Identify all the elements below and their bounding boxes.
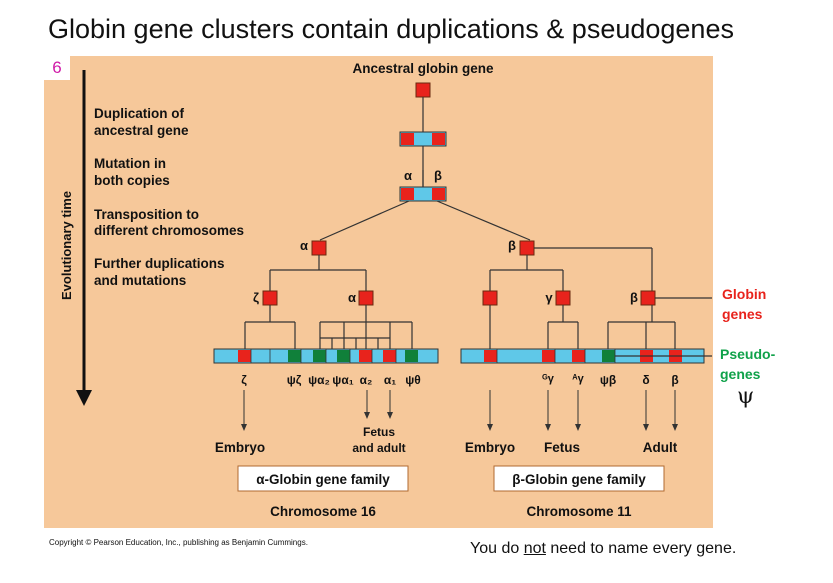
alpha-gene-label-alpha2: α₂ [360, 373, 373, 387]
beta-gene-transposed [519, 240, 535, 256]
psi-symbol: ψ [737, 384, 755, 409]
alpha-label-transposition: α [300, 238, 308, 253]
g-gamma-gene [542, 350, 555, 362]
beta-gene-node [640, 290, 656, 306]
footnote-emphasis: not [523, 540, 546, 557]
alpha1-expression-arrowhead [387, 412, 393, 419]
alpha-precursor-gene [401, 188, 414, 200]
psi-beta-pseudogene [602, 350, 615, 362]
a-gamma-expression-arrowhead [575, 424, 581, 431]
beta-gene-label-psi-beta: ψβ [600, 373, 616, 387]
alpha-gene-transposed [311, 240, 327, 256]
alpha-gene-node [358, 290, 374, 306]
diagram-panel [44, 56, 713, 528]
alpha-gene-label-zeta: ζ [241, 373, 247, 387]
link-beta-transposition [436, 200, 531, 241]
alpha-fetus-label: Fetus [363, 425, 395, 439]
beta-gene-label-delta: δ [642, 373, 649, 387]
step-3-line-1: Transposition to [94, 207, 199, 222]
psi-theta-pseudogene [405, 350, 418, 362]
beta-gene-label-g-gamma: ᴳγ [542, 373, 555, 385]
zeta-label-node: ζ [253, 290, 259, 305]
zeta-gene [238, 350, 251, 362]
chromosome-16-label: Chromosome 16 [270, 504, 376, 519]
a-gamma-gene [572, 350, 585, 362]
globin-genes-legend-line-1: Globin [722, 286, 767, 302]
psi-zeta-pseudogene [288, 350, 301, 362]
beta-label-node: β [630, 290, 638, 305]
copyright-notice: Copyright © Pearson Education, Inc., pub… [49, 538, 308, 547]
beta-precursor-gene [432, 188, 445, 200]
delta-expression-arrowhead [643, 424, 649, 431]
footnote: You do not need to name every gene. [470, 540, 736, 558]
alpha-gene-label-psi-alpha1: ψα₁ [332, 373, 353, 387]
beta-label-transposition: β [508, 238, 516, 253]
gamma-label-node: γ [545, 290, 553, 305]
ancestral-gene-label: Ancestral globin gene [352, 61, 494, 76]
alpha-family-label: α-Globin gene family [256, 472, 390, 487]
slide-number: 6 [44, 56, 70, 80]
psi-alpha2-pseudogene [313, 350, 326, 362]
slide-title: Globin gene clusters contain duplication… [48, 14, 734, 44]
step-4-line-1: Further duplications [94, 256, 225, 271]
pseudogenes-legend: Pseudo- genes [720, 344, 775, 384]
alpha-gene-label-psi-alpha2: ψα₂ [308, 373, 330, 387]
duplicated-gene-left [401, 133, 414, 145]
alpha-family-box [237, 465, 409, 492]
link-alpha-transposition [319, 200, 410, 241]
step-1-line-2: ancestral gene [94, 123, 189, 138]
g-gamma-expression-arrowhead [545, 424, 551, 431]
step-1-line-1: Duplication of [94, 106, 184, 121]
time-axis-label: Evolutionary time [59, 191, 74, 300]
footnote-start: You do [470, 540, 524, 557]
beta-adult-label: Adult [643, 440, 678, 455]
beta-embryo-arrowhead [487, 424, 493, 431]
beta-family-box [493, 465, 665, 492]
gamma-gene-node [555, 290, 571, 306]
step-4-line-2: and mutations [94, 273, 186, 288]
pseudogenes-legend-line-1: Pseudo- [720, 346, 776, 362]
alpha-label-mutation: α [404, 168, 412, 183]
alpha-gene-label-psi-zeta: ψζ [287, 373, 302, 387]
alpha1-gene [383, 350, 396, 362]
beta-label-mutation: β [434, 168, 442, 183]
beta-family-label: β-Globin gene family [512, 472, 646, 487]
beta-expression-arrowhead [672, 424, 678, 431]
zeta-gene-node [262, 290, 278, 306]
time-arrow-head [76, 390, 92, 406]
beta-gene-label-a-gamma: ᴬγ [572, 373, 584, 385]
step-2-line-1: Mutation in [94, 156, 166, 171]
step-3-line-2: different chromosomes [94, 223, 244, 238]
beta-embryo-label: Embryo [465, 440, 515, 455]
globin-genes-legend: Globin genes [722, 284, 766, 324]
beta-gene-label-beta: β [671, 373, 678, 387]
chromosome-11-label: Chromosome 11 [526, 504, 632, 519]
step-2-line-2: both copies [94, 173, 170, 188]
duplicated-gene-right [432, 133, 445, 145]
pseudogenes-legend-line-2: genes [720, 366, 761, 382]
alpha-embryo-label: Embryo [215, 440, 265, 455]
alpha2-expression-arrowhead [364, 412, 370, 419]
alpha2-gene [359, 350, 372, 362]
epsilon-gene-node [482, 290, 498, 306]
footnote-end: need to name every gene. [545, 540, 737, 557]
psi-alpha1-pseudogene [337, 350, 350, 362]
alpha-gene-label-alpha1: α₁ [384, 373, 396, 387]
alpha-gene-label-psi-theta: ψθ [405, 373, 421, 387]
epsilon-gene [484, 350, 497, 362]
ancestral-gene [415, 82, 431, 98]
globin-genes-legend-line-2: genes [722, 306, 763, 322]
alpha-adult-label: and adult [352, 441, 405, 455]
alpha-embryo-arrowhead [241, 424, 247, 431]
alpha-label-node: α [348, 290, 356, 305]
beta-fetus-label: Fetus [544, 440, 580, 455]
